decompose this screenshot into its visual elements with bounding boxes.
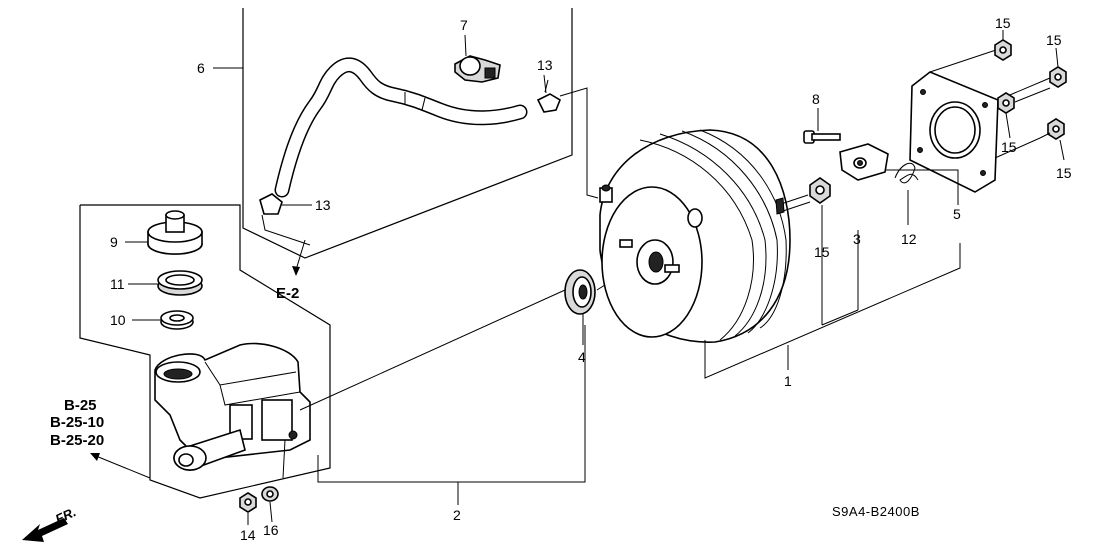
nut-15-middle	[809, 177, 831, 240]
brake-booster-1	[599, 129, 811, 343]
part-3-leaders	[821, 225, 859, 326]
callout-2: 2	[453, 507, 461, 523]
seal-10	[132, 310, 194, 330]
callout-15-right-top: 15	[1046, 32, 1062, 48]
e2-reference-leader	[261, 214, 311, 276]
reference-e2: E-2	[276, 285, 299, 302]
master-cylinder-group-outline	[79, 204, 331, 499]
hose-clip-7	[454, 34, 501, 83]
part-2-bracket	[317, 325, 586, 505]
reservoir-cap-9	[125, 210, 203, 255]
callout-15-top: 15	[995, 15, 1011, 31]
callout-3: 3	[853, 231, 861, 247]
nut-15-right-middle	[997, 87, 1051, 139]
strainer-11	[128, 270, 203, 296]
bolt-8	[803, 108, 841, 144]
callout-15-middle: 15	[814, 244, 830, 260]
nut-14	[239, 492, 257, 525]
reference-b25-10: B-25-10	[50, 414, 104, 431]
callout-1: 1	[784, 373, 792, 389]
reference-b25: B-25	[64, 397, 97, 414]
diagram-code: S9A4-B2400B	[832, 504, 920, 519]
master-cylinder-body	[154, 342, 311, 472]
callout-6: 6	[197, 60, 205, 76]
clevis-3	[839, 143, 889, 181]
callout-13-upper: 13	[537, 57, 553, 73]
nut-15-right-bottom	[994, 118, 1065, 161]
callout-9: 9	[110, 234, 118, 250]
hose-clamp-13-lower	[259, 193, 312, 215]
callout-12: 12	[901, 231, 917, 247]
nut-15-top	[994, 30, 1012, 61]
callout-8: 8	[812, 91, 820, 107]
clip-12	[894, 162, 919, 225]
callout-13-lower: 13	[315, 197, 331, 213]
callout-11: 11	[110, 276, 125, 292]
callout-15-right-middle: 15	[1001, 139, 1017, 155]
callout-5: 5	[953, 206, 961, 222]
nut-15-right-top	[1049, 47, 1067, 88]
vacuum-hose	[274, 57, 528, 198]
grommet-4	[564, 269, 596, 345]
callout-10: 10	[110, 312, 126, 328]
callout-15-right-bottom: 15	[1056, 165, 1072, 181]
reference-b25-20: B-25-20	[50, 432, 104, 449]
hose-clamp-13-upper	[536, 74, 561, 113]
front-direction-label: FR.	[53, 504, 78, 526]
part-1-bracket	[704, 243, 961, 379]
callout-4: 4	[578, 349, 586, 365]
b25-reference-leader	[90, 453, 151, 479]
callout-14: 14	[240, 527, 256, 543]
gasket-plate-5	[885, 49, 1051, 205]
callout-7: 7	[460, 17, 468, 33]
callout-16: 16	[263, 522, 279, 538]
washer-16	[261, 439, 286, 523]
hose-group-outline	[242, 8, 573, 259]
front-direction-arrow-icon: FR.	[22, 504, 78, 542]
check-valve-leader	[559, 87, 599, 199]
